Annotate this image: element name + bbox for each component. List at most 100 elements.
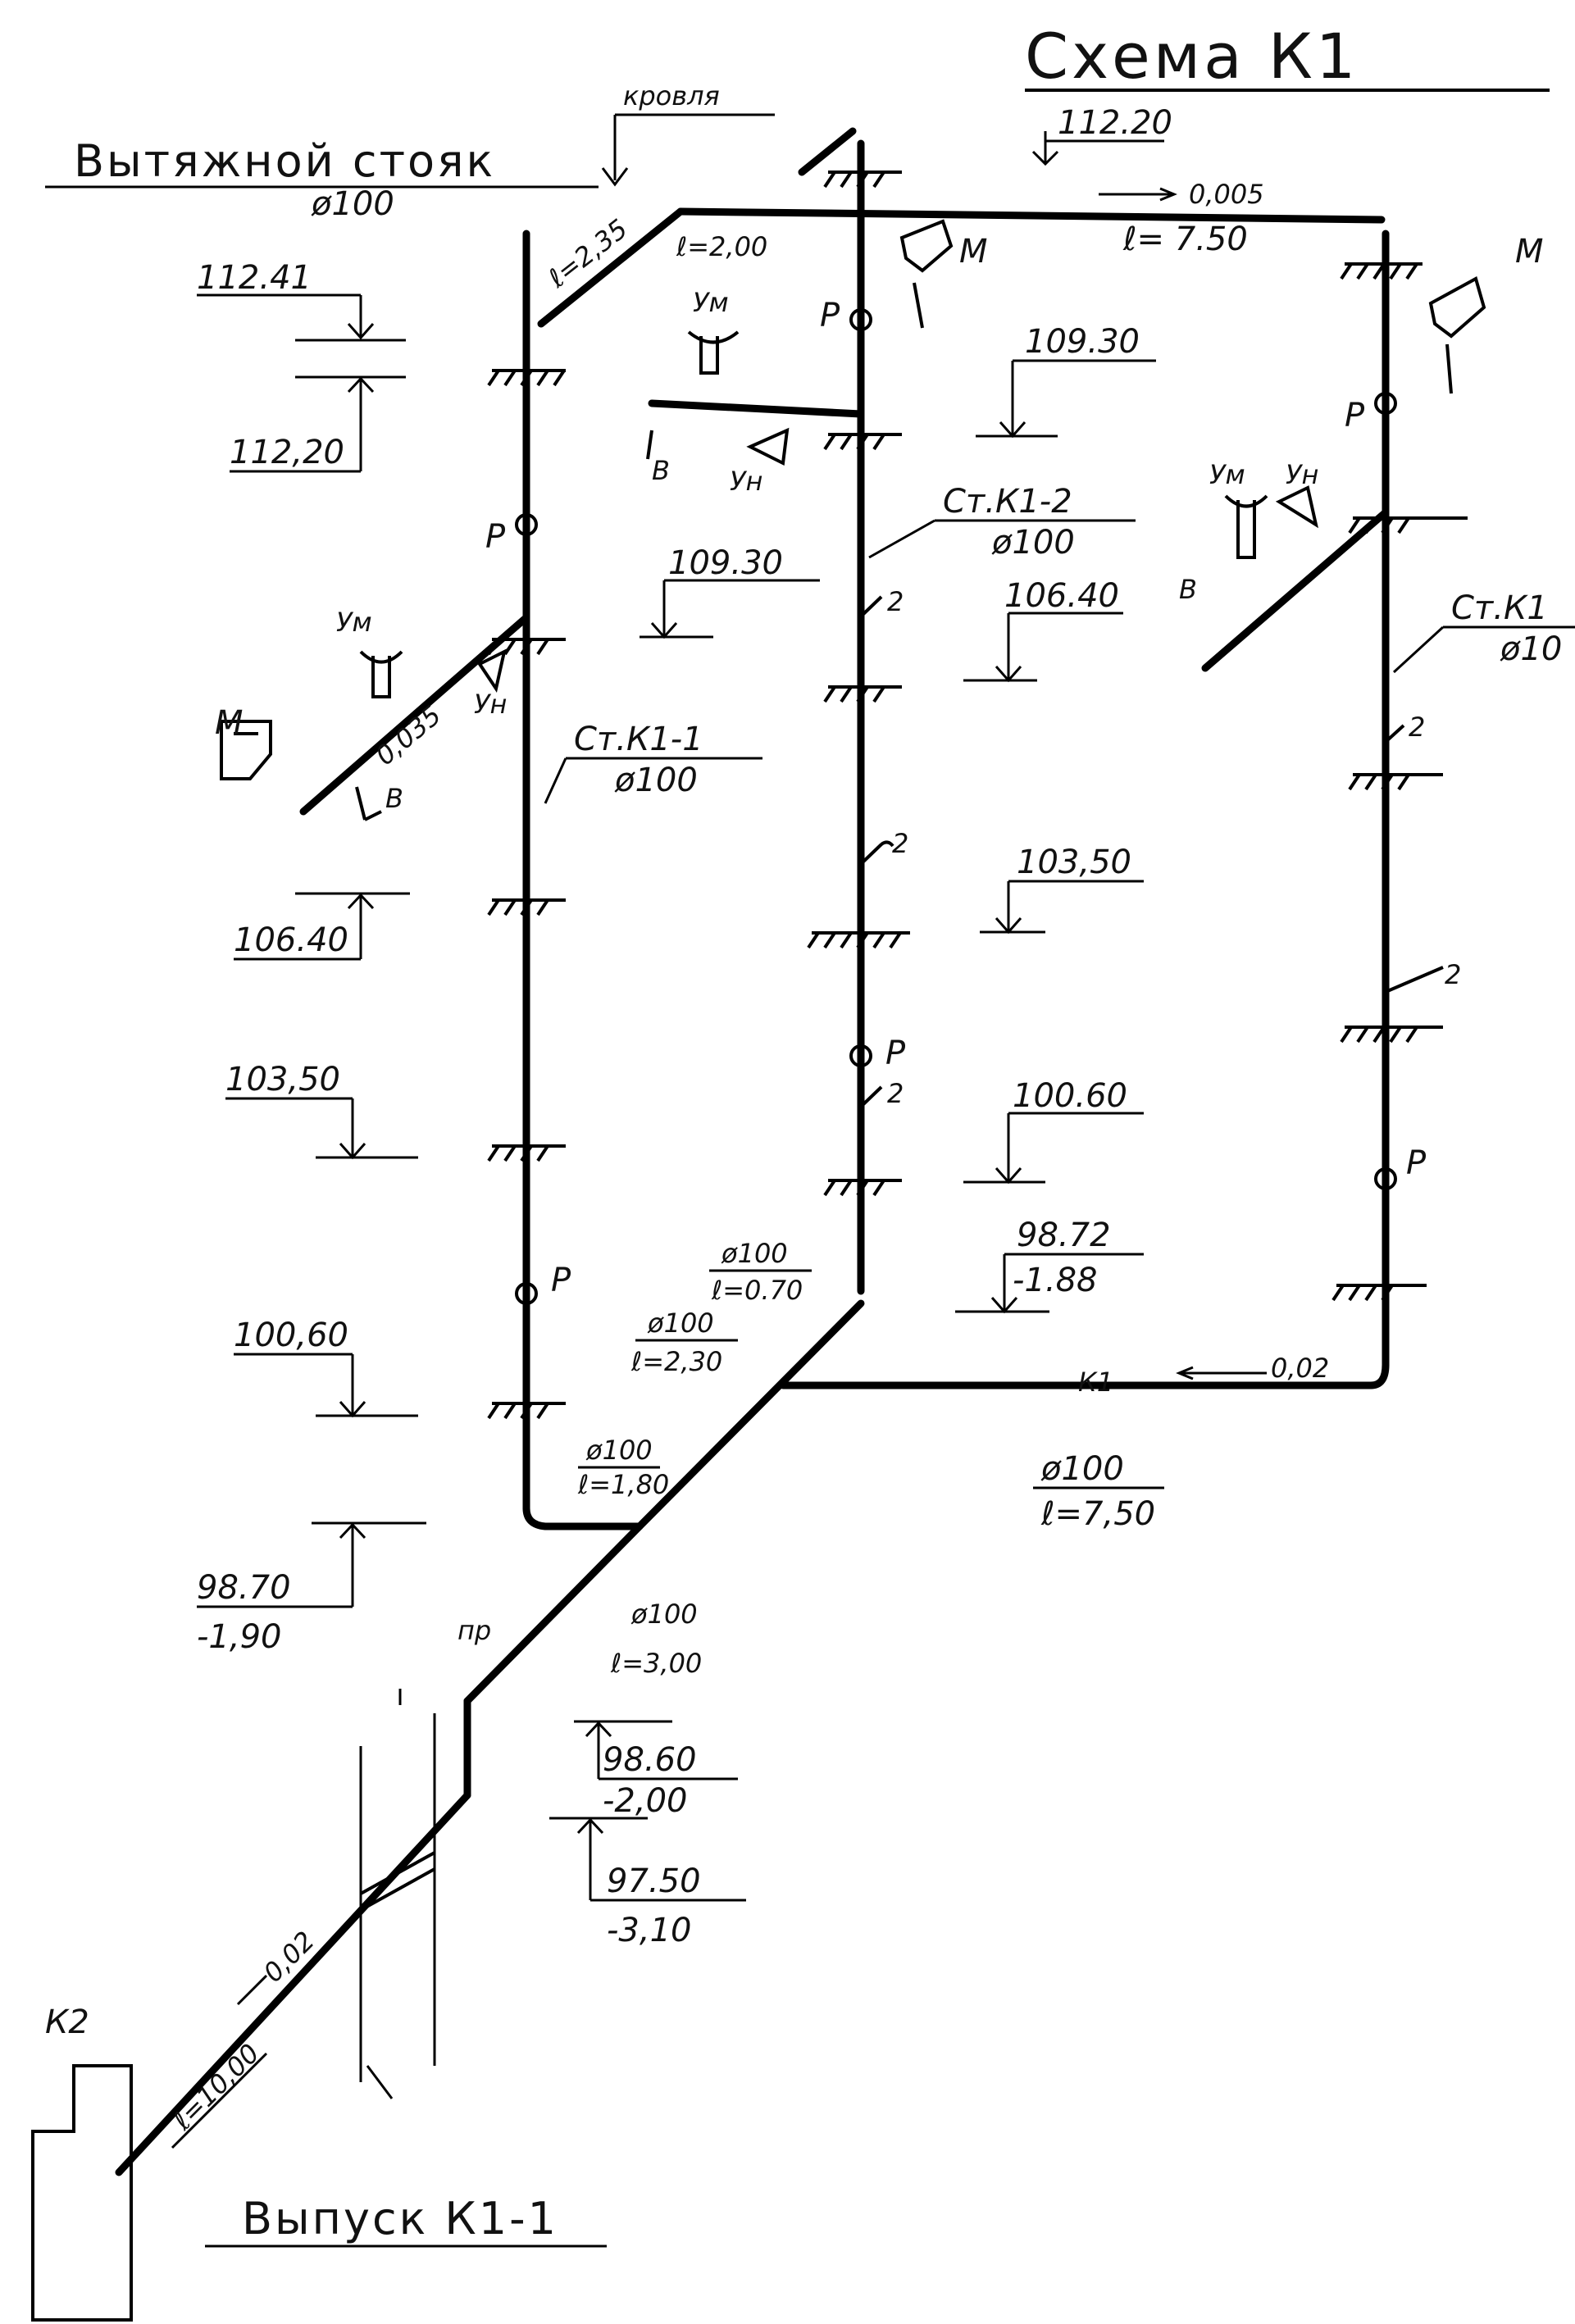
top-horizontal-pipe — [676, 207, 1386, 224]
level-109-30-b: 109.30 — [1025, 323, 1140, 361]
label-leader — [544, 757, 567, 804]
fixture-v-left: В — [385, 783, 403, 814]
riser1-bottom-turn — [522, 1504, 644, 1530]
level-98-72-depth: -1.88 — [1013, 1262, 1098, 1299]
revision-label: Р — [485, 518, 506, 556]
trap-label: 2 — [1409, 712, 1425, 743]
revision-icon — [849, 1044, 872, 1067]
floor-slabs — [487, 171, 1468, 1420]
level-marks-mid: 112.20 109.30 109.30 106.40 103,50 100.6… — [549, 104, 1172, 1949]
toilet-icon — [899, 219, 954, 329]
slab — [1340, 262, 1423, 280]
slope-arrow-head — [1176, 1366, 1194, 1380]
slab — [1348, 516, 1468, 534]
level-109-30-a: 109.30 — [668, 544, 783, 582]
wall-sleeve — [360, 1851, 435, 1912]
washbasin-icon — [687, 330, 740, 375]
collector-label: К1 — [1078, 1367, 1113, 1398]
level-112-20-left: 112,20 — [230, 434, 344, 471]
riser-k1-1-diameter: ø100 — [614, 762, 698, 799]
level-106-40-left: 106.40 — [234, 921, 348, 959]
level-97-50: 97.50 — [607, 1862, 701, 1900]
slab — [487, 369, 566, 387]
revision-label: Р — [1406, 1144, 1427, 1182]
slope-arrow-head — [1159, 187, 1177, 202]
slab — [487, 898, 566, 916]
slab — [1348, 773, 1443, 791]
trap-icon — [1385, 966, 1444, 994]
segment-3-diameter: ø100 — [585, 1435, 653, 1466]
level-100-60-left: 100,60 — [234, 1317, 348, 1354]
segment-2-diameter: ø100 — [647, 1308, 714, 1339]
fixture-um-mid: Ум — [693, 287, 729, 318]
roof-label: кровля — [623, 80, 720, 111]
arrow — [1031, 150, 1059, 166]
sink-icon — [477, 648, 507, 694]
vent-riser-diameter: ø100 — [311, 185, 394, 223]
cleanout-label: пр — [457, 1615, 491, 1646]
slab — [823, 685, 902, 703]
bath-icon — [646, 430, 653, 460]
vent-riser-label: Вытяжной стояк ø100 — [45, 135, 599, 223]
fixture-m-mid: М — [959, 233, 988, 271]
segment-1-length: ℓ=0.70 — [711, 1275, 803, 1306]
vent-riser-name: Вытяжной стояк — [74, 135, 495, 187]
slab — [1331, 1284, 1427, 1302]
trap-icon — [1384, 724, 1405, 744]
riser-k1-1-name: Ст.К1-1 — [574, 721, 703, 758]
title-block: Схема К1 — [1025, 20, 1550, 93]
fixture-m-right: М — [1515, 233, 1544, 271]
fixture-um-right: Ум — [1209, 459, 1245, 490]
bottom-slope: 0,02 — [1271, 1353, 1329, 1384]
label-underline — [171, 2052, 268, 2149]
fixture-v-mid: В — [652, 455, 670, 486]
outlet-diagonal-1 — [463, 1522, 644, 1705]
slab — [807, 931, 910, 949]
level-98-60-depth: -2,00 — [603, 1782, 688, 1820]
level-112-41: 112.41 — [197, 259, 312, 297]
slab — [823, 171, 902, 189]
bath-icon — [355, 786, 382, 821]
top-slope: 0,005 — [1189, 179, 1264, 210]
roof-arrow — [601, 167, 629, 187]
top-length-mid: ℓ=2,00 — [676, 231, 767, 262]
segment-1-diameter: ø100 — [721, 1238, 788, 1269]
washbasin-icon — [1224, 494, 1268, 559]
outlet-length: ℓ=10,00 — [166, 2038, 266, 2137]
segment-annotations: ø100 ℓ=0.70 ø100 ℓ=2,30 ø100 ℓ=1,80 ø100… — [577, 1238, 1329, 1679]
segment-2-length: ℓ=2,30 — [630, 1346, 722, 1377]
outlet-slope: 0,02 — [257, 1925, 321, 1988]
fixture-m-left: М — [215, 704, 244, 742]
slope-arrow — [236, 1974, 268, 2006]
trap-stubs: 2 2 2 2 2 — [859, 586, 1461, 1109]
label-leader — [1392, 625, 1445, 674]
fixture-v-right: В — [1179, 574, 1197, 605]
trap-label: 2 — [1445, 959, 1461, 990]
riser-k1-2-name: Ст.К1-2 — [943, 483, 1072, 521]
fixtures: М Ум Ун В 0,035 Ум Ун В М М Ум Ун В — [215, 219, 1544, 821]
foundation-wall — [359, 1689, 436, 2099]
revision-label: Р — [885, 1035, 906, 1072]
slab — [823, 433, 902, 451]
trap-icon — [859, 1085, 883, 1108]
fixture-un-mid: Ун — [730, 466, 762, 497]
toilet-icon — [220, 720, 272, 780]
collector-diagonal — [635, 1299, 865, 1530]
level-98-70-depth: -1,90 — [197, 1618, 282, 1656]
trap-label: 2 — [887, 586, 904, 617]
bottom-length: ℓ=7,50 — [1040, 1495, 1155, 1533]
revision-label: Р — [551, 1262, 571, 1299]
level-103-50-mid: 103,50 — [1017, 844, 1131, 881]
trap-icon — [859, 840, 894, 866]
toilet-icon — [1428, 276, 1486, 394]
slab — [487, 1144, 566, 1162]
outlet: пр 0,02 ℓ=10,00 К2 Выпуск К1-1 — [31, 1615, 607, 2322]
arrow — [347, 323, 375, 340]
branch-mid-pipe — [648, 399, 865, 418]
slab — [823, 1179, 902, 1197]
level-98-72: 98.72 — [1017, 1217, 1111, 1254]
trap-label: 2 — [892, 828, 908, 859]
slab — [1340, 1026, 1443, 1044]
label-leader — [868, 519, 935, 559]
top-length-right: ℓ= 7.50 — [1122, 221, 1248, 258]
